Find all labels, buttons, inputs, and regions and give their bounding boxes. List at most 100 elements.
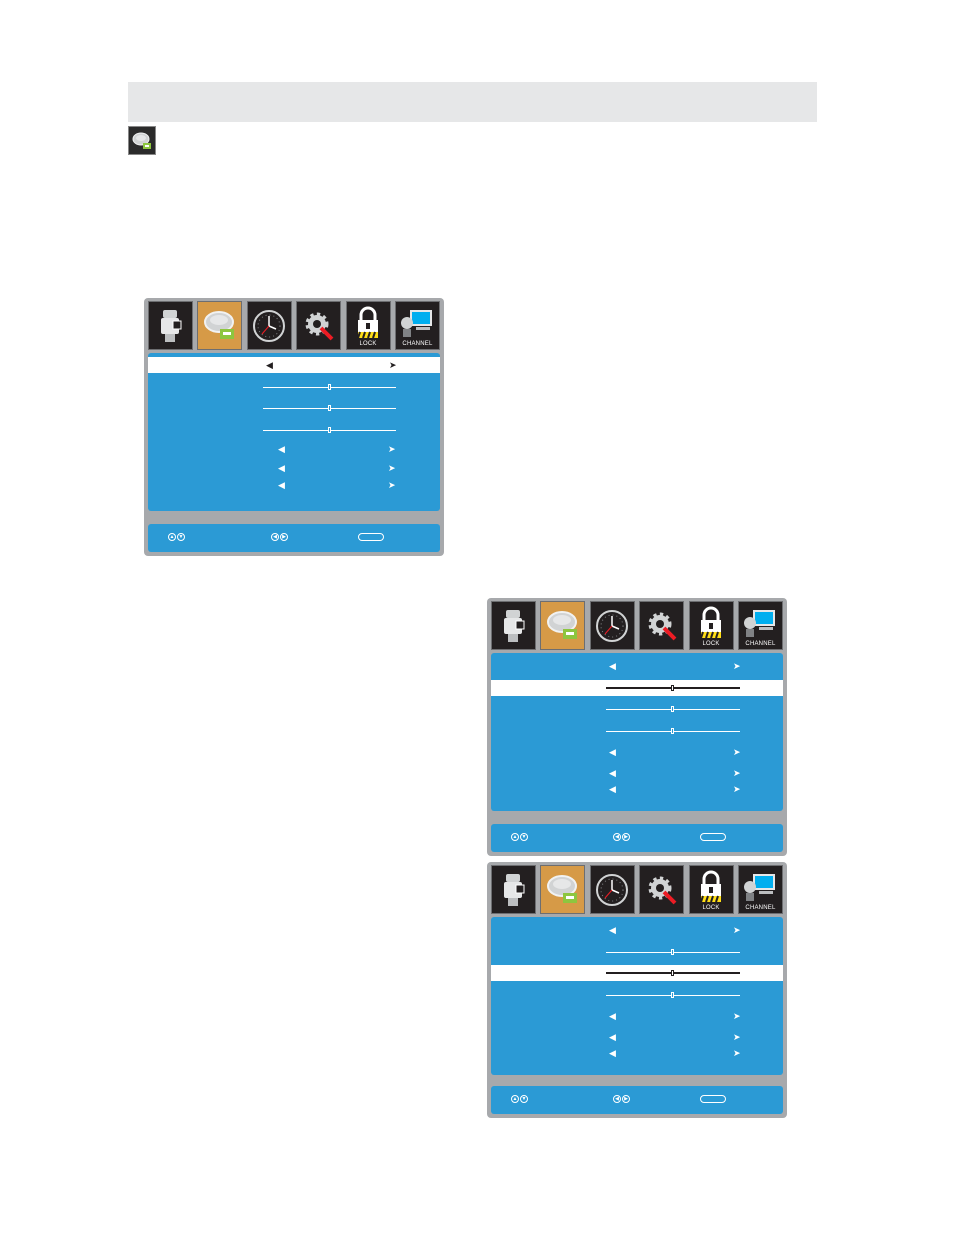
tab-sound[interactable] <box>197 301 243 350</box>
menu-row-2[interactable] <box>148 379 440 395</box>
slider-thumb[interactable] <box>328 427 331 433</box>
slider-thumb[interactable] <box>671 706 674 712</box>
menu-row-3[interactable] <box>491 965 783 981</box>
sound-icon <box>203 310 234 339</box>
arrow-right-icon[interactable]: ➤ <box>733 747 741 757</box>
osd-menu-screen-2: LOCK CHANNEL ◀ ➤ <box>487 598 787 856</box>
slider-thumb[interactable] <box>671 728 674 734</box>
tab-channel[interactable]: CHANNEL <box>737 601 783 650</box>
arrow-right-icon[interactable]: ➤ <box>733 768 741 778</box>
slider-thumb[interactable] <box>671 970 674 976</box>
arrow-right-icon[interactable]: ➤ <box>388 463 396 473</box>
menu-row-2[interactable] <box>491 944 783 960</box>
slider-thumb[interactable] <box>328 405 331 411</box>
menu-row-4[interactable] <box>491 723 783 739</box>
menu-row-1[interactable]: ◀ ➤ <box>491 658 783 674</box>
clock-icon <box>596 609 629 642</box>
tab-channel[interactable]: CHANNEL <box>737 865 783 914</box>
arrow-left-icon[interactable]: ◀ <box>609 1032 616 1042</box>
slider-thumb[interactable] <box>671 685 674 691</box>
tab-time[interactable] <box>589 601 635 650</box>
menu-row-2[interactable] <box>491 680 783 696</box>
menu-row-5[interactable]: ◀ ➤ <box>491 1008 783 1024</box>
menu-row-3[interactable] <box>148 400 440 416</box>
menu-row-7[interactable]: ◀ ➤ <box>491 1045 783 1061</box>
lock-icon <box>700 870 722 902</box>
slider-thumb[interactable] <box>328 384 331 390</box>
channel-icon <box>744 873 776 901</box>
arrow-right-icon[interactable]: ➤ <box>388 444 396 454</box>
tab-lock[interactable]: LOCK <box>345 301 391 350</box>
arrow-left-icon[interactable]: ◀ <box>266 360 273 370</box>
arrow-right-icon[interactable]: ➤ <box>733 1048 741 1058</box>
tab-setup[interactable] <box>296 301 342 350</box>
arrow-left-icon[interactable]: ◀ <box>609 1011 616 1021</box>
camera-icon <box>503 873 524 906</box>
arrow-right-icon[interactable]: ➤ <box>733 784 741 794</box>
arrow-right-icon[interactable]: ➤ <box>388 480 396 490</box>
tab-picture[interactable] <box>148 301 193 350</box>
arrow-right-icon[interactable]: ➤ <box>733 661 741 671</box>
left-right-icon: ◀▶ <box>613 1095 630 1103</box>
settings-icon <box>648 876 677 904</box>
menu-row-7[interactable]: ◀ ➤ <box>148 477 440 493</box>
left-right-icon: ◀▶ <box>613 833 630 841</box>
arrow-right-icon[interactable]: ➤ <box>733 1011 741 1021</box>
tab-sound[interactable] <box>540 865 586 914</box>
left-right-icon: ◀▶ <box>271 533 288 541</box>
arrow-right-icon[interactable]: ➤ <box>733 1032 741 1042</box>
up-down-icon: ▲▼ <box>511 833 528 841</box>
tab-lock-label: LOCK <box>702 641 720 647</box>
tab-channel-label: CHANNEL <box>745 905 776 911</box>
menu-row-6[interactable]: ◀ ➤ <box>491 1029 783 1045</box>
arrow-left-icon[interactable]: ◀ <box>609 747 616 757</box>
arrow-left-icon[interactable]: ◀ <box>609 784 616 794</box>
menu-row-4[interactable] <box>148 422 440 438</box>
arrow-left-icon[interactable]: ◀ <box>278 480 285 490</box>
tab-sound[interactable] <box>540 601 586 650</box>
menu-row-4[interactable] <box>491 987 783 1003</box>
sound-icon <box>546 874 577 903</box>
tab-time[interactable] <box>246 301 292 350</box>
arrow-right-icon[interactable]: ➤ <box>389 360 397 370</box>
tab-channel-label: CHANNEL <box>745 641 776 647</box>
clock-icon <box>253 309 286 342</box>
arrow-right-icon[interactable]: ➤ <box>733 925 741 935</box>
arrow-left-icon[interactable]: ◀ <box>609 925 616 935</box>
menu-row-1[interactable]: ◀ ➤ <box>148 357 440 373</box>
menu-button-icon <box>700 1095 726 1103</box>
osd-menu-screen-3: LOCK CHANNEL ◀ ➤ <box>487 862 787 1118</box>
settings-icon <box>648 612 677 640</box>
arrow-left-icon[interactable]: ◀ <box>278 463 285 473</box>
menu-row-5[interactable]: ◀ ➤ <box>148 441 440 457</box>
menu-row-7[interactable]: ◀ ➤ <box>491 781 783 797</box>
tab-picture[interactable] <box>491 601 536 650</box>
section-header-bar <box>128 82 817 122</box>
menu-row-1[interactable]: ◀ ➤ <box>491 922 783 938</box>
up-down-icon: ▲▼ <box>168 533 185 541</box>
slider-thumb[interactable] <box>671 949 674 955</box>
settings-icon <box>305 312 334 340</box>
menu-row-6[interactable]: ◀ ➤ <box>148 460 440 476</box>
menu-row-5[interactable]: ◀ ➤ <box>491 744 783 760</box>
menu-footer-hints: ▲▼ ◀▶ <box>148 524 440 552</box>
up-down-icon: ▲▼ <box>511 1095 528 1103</box>
sound-icon <box>546 610 577 639</box>
menu-footer-hints: ▲▼ ◀▶ <box>491 1086 783 1114</box>
tab-channel-label: CHANNEL <box>402 341 433 347</box>
arrow-left-icon[interactable]: ◀ <box>278 444 285 454</box>
tab-channel[interactable]: CHANNEL <box>394 301 440 350</box>
menu-row-6[interactable]: ◀ ➤ <box>491 765 783 781</box>
slider-thumb[interactable] <box>671 992 674 998</box>
menu-row-3[interactable] <box>491 701 783 717</box>
arrow-left-icon[interactable]: ◀ <box>609 661 616 671</box>
tab-picture[interactable] <box>491 865 536 914</box>
tab-time[interactable] <box>589 865 635 914</box>
arrow-left-icon[interactable]: ◀ <box>609 768 616 778</box>
sound-icon <box>128 126 156 155</box>
tab-setup[interactable] <box>639 865 685 914</box>
tab-lock[interactable]: LOCK <box>688 865 734 914</box>
tab-lock[interactable]: LOCK <box>688 601 734 650</box>
arrow-left-icon[interactable]: ◀ <box>609 1048 616 1058</box>
tab-setup[interactable] <box>639 601 685 650</box>
